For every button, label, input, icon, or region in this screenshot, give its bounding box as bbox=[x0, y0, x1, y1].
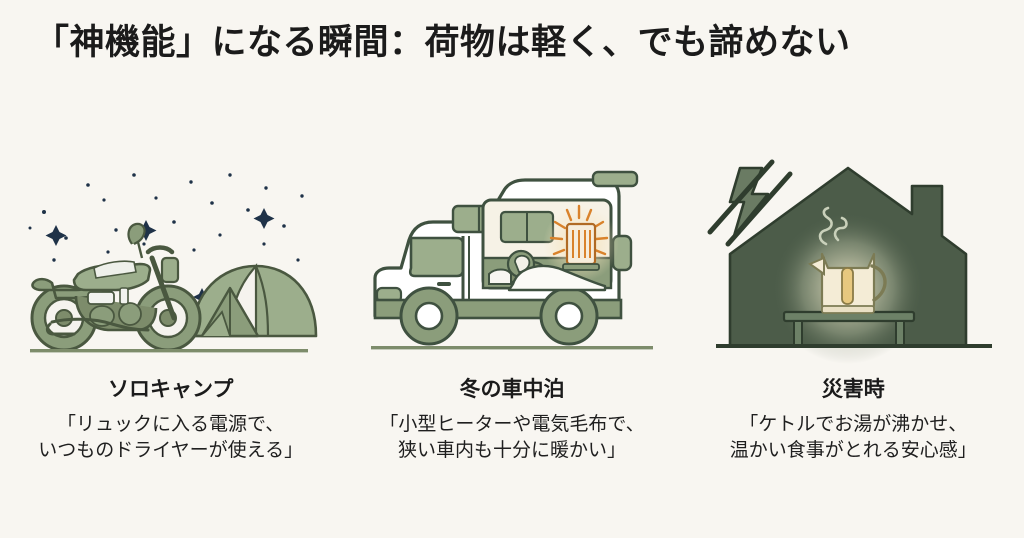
illustration-camper-van-heater bbox=[357, 140, 667, 365]
ground-line bbox=[370, 346, 653, 350]
card-winter-car-camping: 冬の車中泊 「小型ヒーターや電気毛布で、 狭い車内も十分に暖かい」 bbox=[341, 140, 682, 465]
card-disaster: 災害時 「ケトルでお湯が沸かせ、 温かい食事がとれる安心感」 bbox=[683, 140, 1024, 465]
illustration-house-kettle-blackout bbox=[698, 140, 1008, 365]
card-quote-line: いつものドライヤーが使える」 bbox=[38, 440, 304, 462]
card-quote-line: 「ケトルでお湯が沸かせ、 bbox=[739, 414, 968, 436]
sparkle-icon bbox=[253, 208, 275, 229]
heater-icon bbox=[549, 204, 609, 271]
illustration-motorcycle-tent-stars bbox=[16, 140, 326, 365]
card-title: 冬の車中泊 bbox=[459, 378, 565, 401]
kettle-icon bbox=[808, 252, 888, 314]
steam-icon bbox=[819, 206, 849, 246]
card-title: ソロキャンプ bbox=[107, 378, 234, 401]
ground-line bbox=[716, 344, 993, 348]
page-title: 「神機能」になる瞬間：荷物は軽く、でも諦めない bbox=[34, 23, 851, 62]
sleeping-person bbox=[487, 249, 607, 292]
card-quote-line: 「小型ヒーターや電気毛布で、 bbox=[379, 414, 645, 436]
sparkle-icon bbox=[45, 225, 67, 246]
card-quote-line: 「リュックに入る電源で、 bbox=[57, 414, 285, 436]
card-quote-line: 温かい食事がとれる安心感」 bbox=[729, 440, 977, 462]
card-solo-camp: ソロキャンプ 「リュックに入る電源で、 いつものドライヤーが使える」 bbox=[0, 140, 341, 465]
card-quote: 「小型ヒーターや電気毛布で、 狭い車内も十分に暖かい」 bbox=[347, 412, 677, 464]
tent-illustration bbox=[187, 263, 317, 338]
sparkle-icon bbox=[135, 220, 157, 241]
scenario-cards: ソロキャンプ 「リュックに入る電源で、 いつものドライヤーが使える」 bbox=[0, 140, 1024, 465]
card-quote: 「リュックに入る電源で、 いつものドライヤーが使える」 bbox=[6, 412, 336, 464]
blackout-icon bbox=[707, 159, 793, 247]
motorcycle-illustration bbox=[30, 222, 202, 352]
card-title: 災害時 bbox=[821, 378, 885, 401]
card-quote: 「ケトルでお湯が沸かせ、 温かい食事がとれる安心感」 bbox=[688, 412, 1018, 464]
ground-line bbox=[29, 349, 308, 353]
card-quote-line: 狭い車内も十分に暖かい」 bbox=[397, 440, 626, 462]
